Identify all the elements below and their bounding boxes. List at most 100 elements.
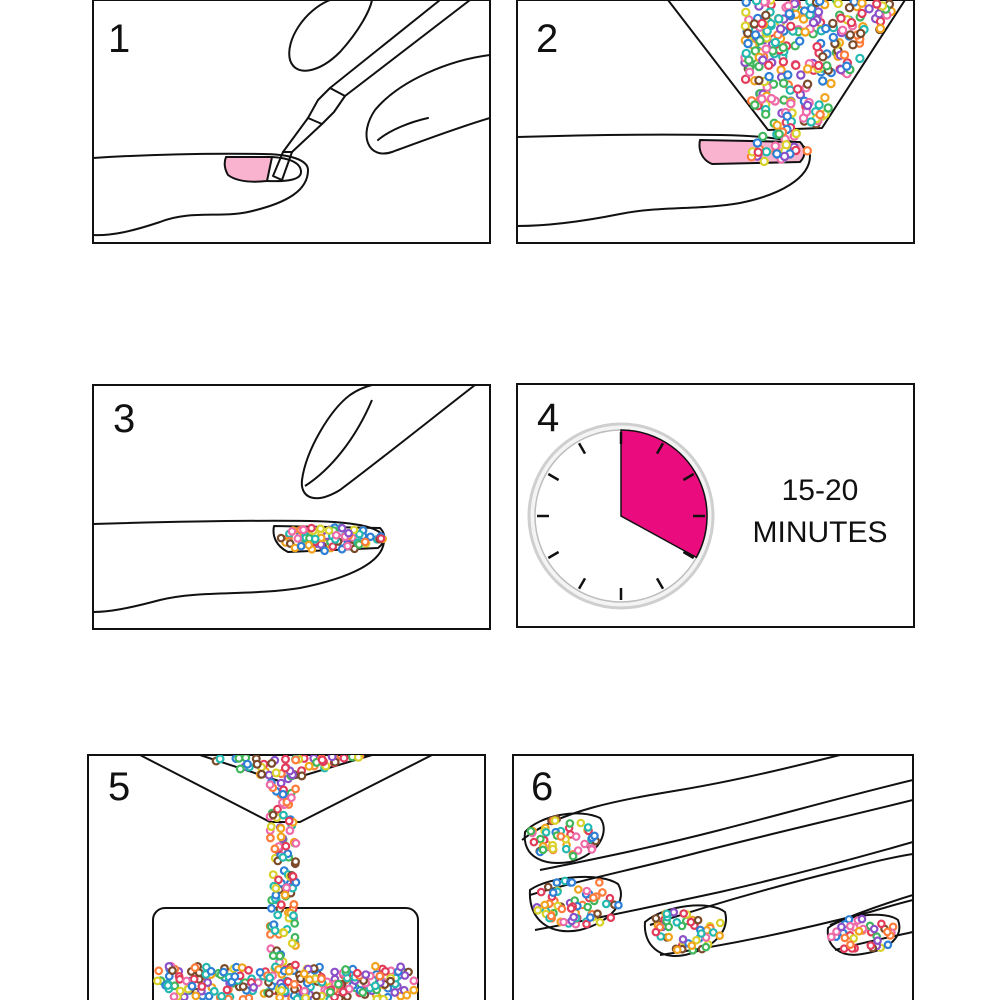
bead bbox=[812, 42, 822, 52]
bead bbox=[818, 52, 828, 62]
bead bbox=[282, 883, 291, 893]
bead bbox=[280, 763, 290, 773]
bead bbox=[320, 546, 329, 556]
bead bbox=[842, 61, 852, 71]
bead bbox=[217, 991, 226, 1000]
bead bbox=[772, 149, 782, 159]
bead bbox=[601, 899, 611, 909]
bead bbox=[396, 962, 406, 972]
bead bbox=[761, 109, 771, 120]
bead bbox=[279, 810, 288, 820]
bead bbox=[276, 832, 286, 842]
bead bbox=[296, 541, 306, 551]
bead bbox=[758, 131, 768, 142]
bead bbox=[828, 32, 839, 43]
bead bbox=[317, 974, 326, 984]
bead bbox=[715, 931, 725, 941]
panel-3-frame bbox=[92, 384, 491, 630]
bead bbox=[764, 71, 774, 82]
bead bbox=[589, 893, 598, 903]
bead bbox=[252, 759, 262, 769]
bead bbox=[163, 981, 173, 990]
bead bbox=[565, 819, 575, 828]
clock-tick bbox=[655, 577, 665, 590]
bead bbox=[567, 878, 577, 887]
bead bbox=[330, 967, 340, 977]
bead bbox=[360, 537, 370, 547]
bead bbox=[826, 932, 836, 942]
bead bbox=[813, 60, 824, 71]
bead bbox=[764, 60, 774, 71]
bead bbox=[759, 0, 769, 7]
bead bbox=[762, 26, 772, 36]
bead bbox=[772, 120, 782, 131]
bead bbox=[270, 844, 280, 854]
bead bbox=[291, 784, 301, 794]
bead bbox=[761, 10, 771, 21]
bead bbox=[845, 30, 855, 40]
clock-elapsed-sector bbox=[620, 429, 708, 559]
bead bbox=[338, 987, 348, 997]
bead bbox=[686, 917, 696, 927]
timer-duration: 15-20 bbox=[782, 474, 859, 507]
bead bbox=[277, 986, 286, 995]
bead bbox=[566, 904, 576, 913]
bead bbox=[361, 970, 371, 979]
bead bbox=[821, 23, 831, 34]
bead bbox=[583, 823, 593, 832]
bead bbox=[209, 986, 219, 996]
bead bbox=[866, 941, 876, 950]
bead bbox=[358, 988, 368, 997]
panel-1-thumb bbox=[288, 0, 373, 72]
bead bbox=[837, 25, 848, 35]
bead bbox=[823, 103, 833, 113]
bead bbox=[672, 917, 682, 927]
bead bbox=[264, 989, 274, 998]
bead bbox=[784, 9, 795, 19]
bead bbox=[806, 117, 816, 127]
bead bbox=[815, 109, 825, 120]
clock-tick bbox=[682, 472, 695, 482]
bead bbox=[273, 910, 283, 920]
bead bbox=[783, 70, 793, 80]
bead bbox=[766, 19, 776, 29]
bead bbox=[297, 771, 307, 781]
bead bbox=[293, 534, 303, 543]
bead bbox=[585, 913, 595, 922]
bead bbox=[672, 945, 682, 955]
bead bbox=[757, 18, 767, 29]
bead bbox=[580, 839, 589, 849]
bead bbox=[743, 38, 753, 49]
bead bbox=[846, 17, 857, 28]
bead bbox=[187, 981, 197, 991]
bead bbox=[662, 909, 672, 919]
bead bbox=[299, 969, 309, 979]
bead bbox=[802, 64, 813, 74]
bead bbox=[546, 911, 556, 921]
bead bbox=[175, 974, 185, 984]
bead bbox=[190, 963, 200, 973]
bead bbox=[749, 19, 760, 29]
bead bbox=[353, 755, 363, 762]
bead bbox=[883, 927, 892, 937]
bead bbox=[844, 2, 855, 13]
bead bbox=[741, 48, 751, 59]
bead bbox=[606, 913, 616, 923]
bead bbox=[781, 139, 792, 150]
panel-1-finger bbox=[93, 152, 309, 237]
bead bbox=[669, 907, 679, 917]
bead bbox=[759, 156, 769, 167]
bead bbox=[783, 1, 794, 11]
bead bbox=[328, 542, 338, 551]
bead bbox=[274, 875, 283, 885]
bead bbox=[379, 994, 388, 1000]
bead bbox=[334, 979, 343, 989]
bead bbox=[701, 942, 711, 952]
bead bbox=[265, 780, 275, 790]
clock-icon bbox=[527, 422, 715, 610]
bead bbox=[755, 36, 765, 46]
bead bbox=[266, 833, 275, 843]
bead bbox=[556, 832, 566, 841]
clock-ticks bbox=[537, 432, 705, 600]
